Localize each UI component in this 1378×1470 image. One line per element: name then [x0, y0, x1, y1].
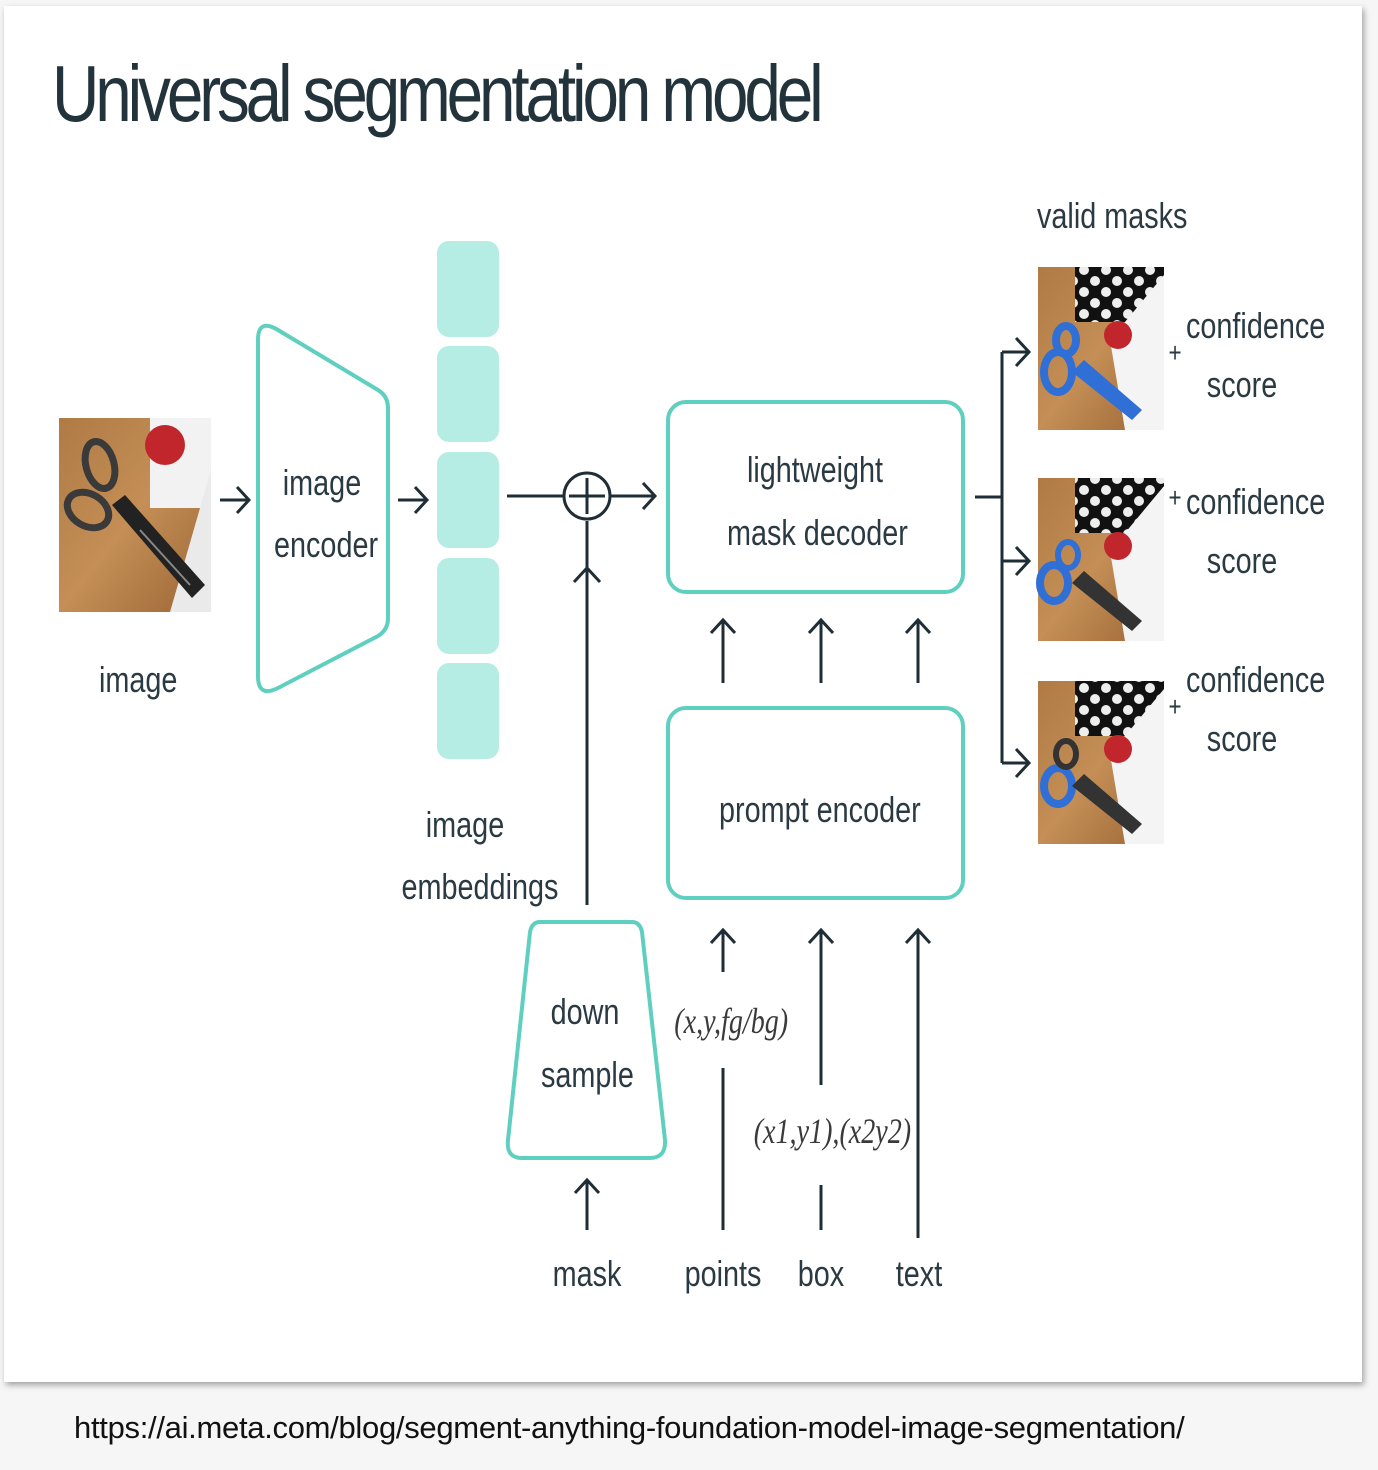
- mask-decoder-label-line1: lightweight: [746, 449, 884, 490]
- confidence-score-2-line2: score: [1206, 540, 1278, 581]
- image-embeddings-label-line2: embeddings: [401, 866, 559, 907]
- mask-decoder-label-line2: mask decoder: [727, 512, 908, 553]
- embedding-block: [437, 558, 499, 654]
- arrow-image-to-encoder: [220, 485, 252, 515]
- image-embeddings-label-line1: image: [425, 804, 505, 845]
- prompt-encoder-block: [666, 706, 965, 900]
- plus-sign-1: +: [1168, 482, 1182, 513]
- arrows-decoder-to-masks: [975, 336, 1032, 779]
- plus-sign-3: +: [1168, 691, 1182, 722]
- embedding-block: [437, 663, 499, 759]
- arrows-inputs-to-prompt: [709, 927, 932, 1238]
- image-label: image: [99, 659, 178, 700]
- input-image: [59, 418, 211, 612]
- image-encoder-block: [256, 323, 390, 693]
- arrow-encoder-to-embeddings: [398, 485, 430, 515]
- plus-sign-1b: +: [1168, 337, 1182, 368]
- input-label-mask: mask: [552, 1253, 622, 1294]
- sum-node: [507, 471, 658, 905]
- confidence-score-3-line1: confidence: [1186, 659, 1326, 700]
- valid-mask-2: [1036, 478, 1164, 641]
- input-label-text: text: [895, 1253, 943, 1294]
- down-sample-block: [505, 920, 668, 1160]
- mask-decoder-block: [666, 400, 965, 594]
- confidence-score-2-line1: confidence: [1186, 481, 1326, 522]
- slide-title: Universal segmentation model: [52, 49, 824, 138]
- image-embeddings-stack: [437, 241, 499, 759]
- embedding-block: [437, 452, 499, 548]
- valid-mask-3: [1038, 681, 1164, 844]
- confidence-score-1-line1: confidence: [1186, 305, 1326, 346]
- source-url[interactable]: https://ai.meta.com/blog/segment-anythin…: [74, 1410, 1185, 1445]
- image-encoder-label-line1: image: [282, 462, 362, 503]
- input-label-points: points: [684, 1253, 762, 1294]
- embedding-block: [437, 346, 499, 442]
- prompt-encoder-label: prompt encoder: [719, 789, 921, 830]
- down-sample-label-line1: down: [550, 991, 620, 1032]
- box-format-label: (x1,y1),(x2y2): [753, 1111, 912, 1151]
- points-format-label: (x,y,fg/bg): [674, 1001, 789, 1041]
- confidence-score-3-line2: score: [1206, 718, 1278, 759]
- input-label-box: box: [797, 1253, 845, 1294]
- arrows-prompt-to-decoder: [709, 617, 932, 683]
- arrow-mask-to-downsample: [573, 1177, 601, 1230]
- embedding-block: [437, 241, 499, 337]
- confidence-score-1-line2: score: [1206, 364, 1278, 405]
- valid-masks-label: valid masks: [1037, 195, 1188, 236]
- image-encoder-label-line2: encoder: [274, 524, 379, 565]
- valid-mask-1: [1038, 267, 1164, 430]
- down-sample-label-line2: sample: [541, 1054, 634, 1095]
